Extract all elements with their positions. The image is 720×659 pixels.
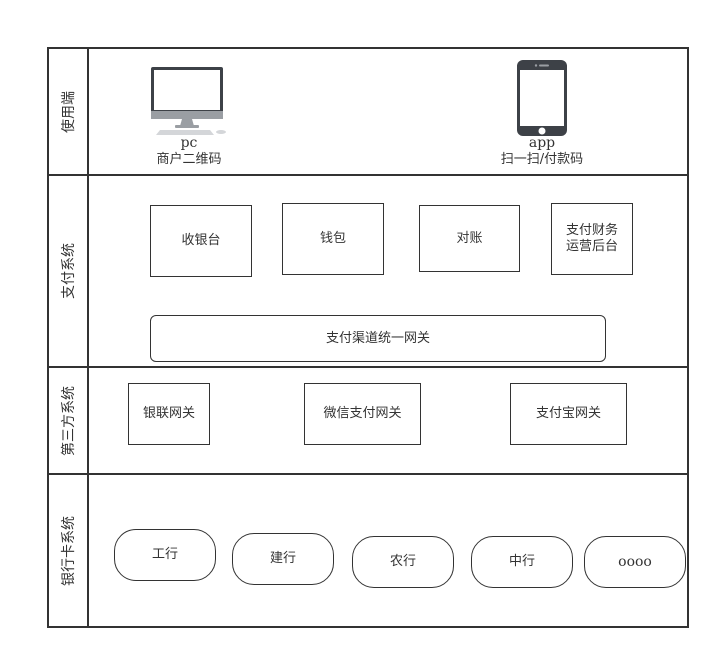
lane-label-bank-card: 银行卡系统 [48,475,87,626]
lane-label-text: 使用端 [60,90,77,133]
bank-abc: 农行 [352,536,454,588]
app-name: app [528,135,556,151]
bank-icbc: 工行 [114,529,216,581]
bank-label: oooo [618,554,652,570]
lane-label-payment-system: 支付系统 [48,176,87,366]
box-label: 银联网关 [142,406,195,421]
unified-channel-gateway-box: 支付渠道统一网关 [150,315,606,362]
wallet-box: 钱包 [282,203,384,275]
lane-divider-vertical [87,48,89,627]
lane-divider-3 [48,473,688,475]
box-label: 微信支付网关 [323,406,402,421]
box-label: 对账 [456,230,483,246]
lane-label-client: 使用端 [48,49,87,174]
box-label: 钱包 [319,231,346,246]
app-desc: 扫一扫/付款码 [500,152,584,167]
pc-desc: 商户二维码 [156,152,222,167]
lane-label-third-party: 第三方系统 [48,368,87,473]
lane-label-text: 第三方系统 [60,385,77,456]
lane-label-text: 支付系统 [60,243,77,299]
bank-label: 工行 [151,547,178,562]
pc-name: pc [180,135,198,151]
lane-label-text: 银行卡系统 [60,515,77,586]
bank-boc: 中行 [471,536,573,588]
bank-label: 中行 [508,554,535,569]
pc-label: pc 商户二维码 [139,135,239,168]
box-label: 支付宝网关 [535,406,601,421]
reconciliation-box: 对账 [419,205,520,272]
box-label: 支付渠道统一网关 [325,330,430,346]
box-label: 收银台 [181,233,221,248]
unionpay-gateway-box: 银联网关 [128,383,210,445]
alipay-gateway-box: 支付宝网关 [510,383,627,445]
app-label: app 扫一扫/付款码 [482,135,602,168]
finance-ops-backend-box: 支付财务运营后台 [551,203,633,275]
box-label: 支付财务运营后台 [565,223,618,254]
wechat-pay-gateway-box: 微信支付网关 [304,383,421,445]
diagram-frame [47,47,689,628]
bank-label: 农行 [389,554,416,569]
lane-divider-2 [48,366,688,368]
desktop-monitor-icon [151,67,226,135]
cashier-box: 收银台 [150,205,252,277]
smartphone-icon [517,60,567,136]
bank-ccb: 建行 [232,533,334,585]
bank-label: 建行 [269,551,296,566]
bank-other: oooo [584,536,686,588]
lane-divider-1 [48,174,688,176]
